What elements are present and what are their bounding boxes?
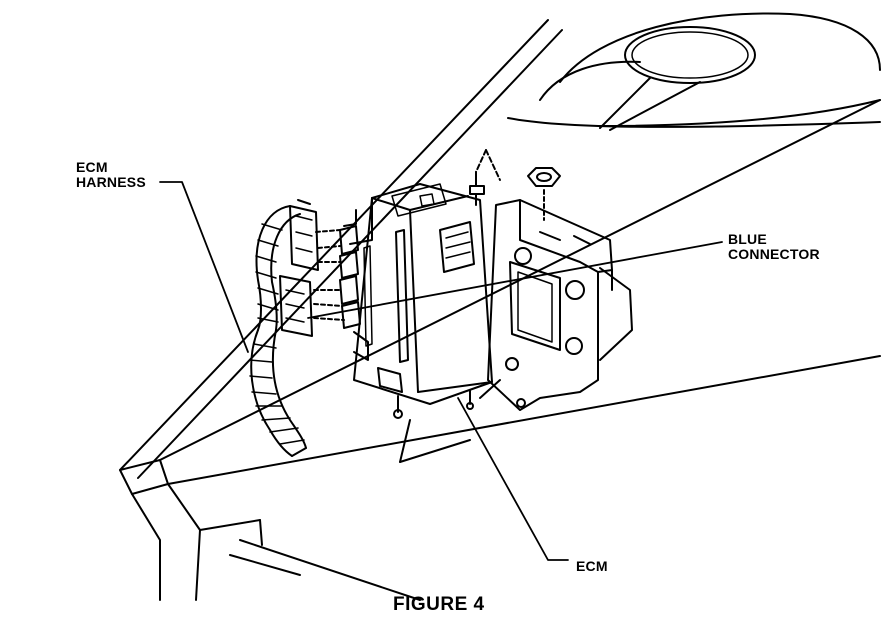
leader-lines [159, 181, 723, 561]
figure-caption: FIGURE 4 [393, 594, 485, 615]
ecm-label: ECM [576, 558, 608, 574]
ecm-module [343, 183, 493, 419]
mounting-nut [469, 167, 561, 221]
blue-connector-leader [307, 241, 723, 319]
blue-connector-label-line1: BLUE [728, 231, 767, 247]
ecm-mounting-bracket [487, 199, 633, 411]
blue-connector-label: BLUE CONNECTOR [728, 232, 820, 262]
ecm-connectors [313, 225, 361, 329]
ecm-harness-label: ECM HARNESS [76, 160, 146, 190]
harness-connectors [279, 199, 319, 337]
alignment-guides [399, 149, 501, 463]
air-cleaner-housing [507, 12, 881, 131]
fender-panel [119, 19, 881, 601]
ecm-leader [457, 397, 569, 561]
blue-connector-label-line2: CONNECTOR [728, 246, 820, 262]
ecm-harness-leader [159, 181, 249, 353]
ecm-wiring-harness [249, 205, 307, 457]
ecm-harness-label-line1: ECM [76, 159, 108, 175]
ecm-harness-label-line2: HARNESS [76, 174, 146, 190]
